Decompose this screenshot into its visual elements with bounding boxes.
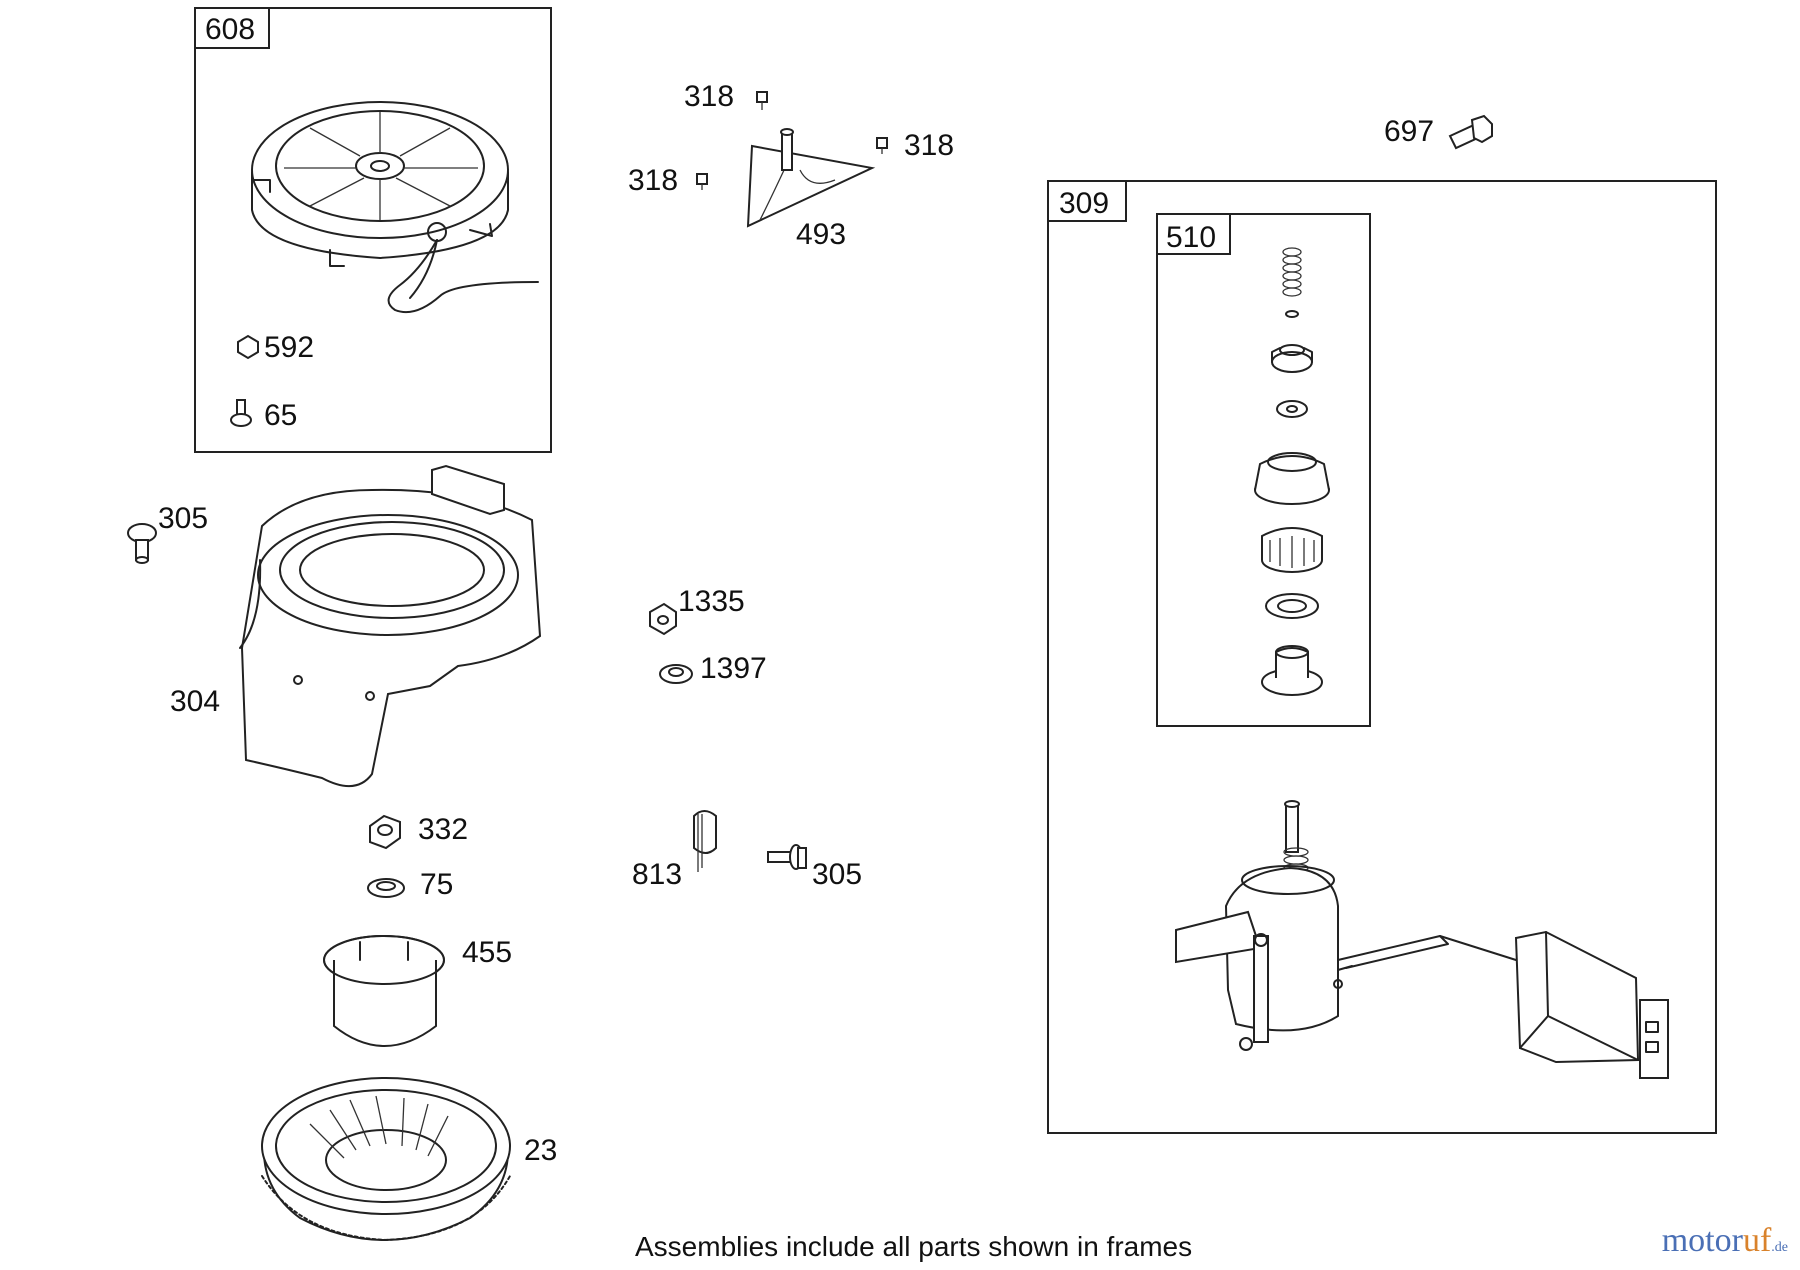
- key-813: 813: [632, 810, 717, 891]
- label-318-left: 318: [628, 164, 678, 197]
- cup-455: 455: [323, 935, 512, 1047]
- label-1335: 1335: [678, 585, 745, 618]
- frame-510: 510: [1156, 213, 1371, 727]
- label-592: 592: [264, 331, 314, 364]
- label-305-center: 305: [812, 858, 862, 891]
- label-65: 65: [264, 399, 297, 432]
- bolt-697: 697: [1384, 114, 1493, 150]
- label-305-left: 305: [158, 502, 208, 535]
- recoil-starter-part: [251, 101, 539, 314]
- watermark-suffix: .de: [1771, 1240, 1788, 1255]
- blower-housing-304: 304: [170, 464, 542, 787]
- watermark-main: motor: [1661, 1222, 1743, 1259]
- label-75: 75: [420, 868, 453, 901]
- label-697: 697: [1384, 115, 1434, 148]
- frame-608: 608: [194, 7, 552, 453]
- label-318-top: 318: [684, 80, 734, 113]
- footer-note: Assemblies include all parts shown in fr…: [635, 1231, 1192, 1262]
- screw-305-left: 305: [127, 502, 208, 564]
- washer-1397: 1397: [659, 652, 767, 685]
- nut-1335: 1335: [649, 585, 745, 636]
- nut-592: 592: [237, 331, 314, 364]
- watermark-accent: uf: [1742, 1222, 1772, 1259]
- frame-309-label: 309: [1059, 187, 1109, 220]
- bracket-493: 493: [746, 128, 876, 251]
- label-304: 304: [170, 685, 220, 718]
- label-813: 813: [632, 858, 682, 891]
- screw-318-right: 318: [876, 129, 954, 162]
- label-318-right: 318: [904, 129, 954, 162]
- frame-510-label: 510: [1166, 221, 1216, 254]
- label-1397: 1397: [700, 652, 767, 685]
- nut-332: 332: [369, 813, 468, 850]
- watermark-logo: motoruf.de: [1662, 1222, 1788, 1260]
- label-23: 23: [524, 1134, 557, 1167]
- flywheel-23: 23: [261, 1077, 557, 1241]
- lockwasher-75: 75: [367, 868, 453, 901]
- frame-608-label: 608: [205, 13, 255, 46]
- frame-309: 309: [1047, 180, 1717, 1134]
- label-493: 493: [796, 218, 846, 251]
- starter-motor: [1175, 800, 1669, 1079]
- label-455: 455: [462, 936, 512, 969]
- screw-318-top: 318: [684, 80, 768, 113]
- screw-305-center: 305: [767, 844, 862, 891]
- screw-65: 65: [230, 399, 297, 432]
- label-332: 332: [418, 813, 468, 846]
- starter-drive-stack: [1254, 247, 1330, 696]
- screw-318-left: 318: [628, 164, 708, 197]
